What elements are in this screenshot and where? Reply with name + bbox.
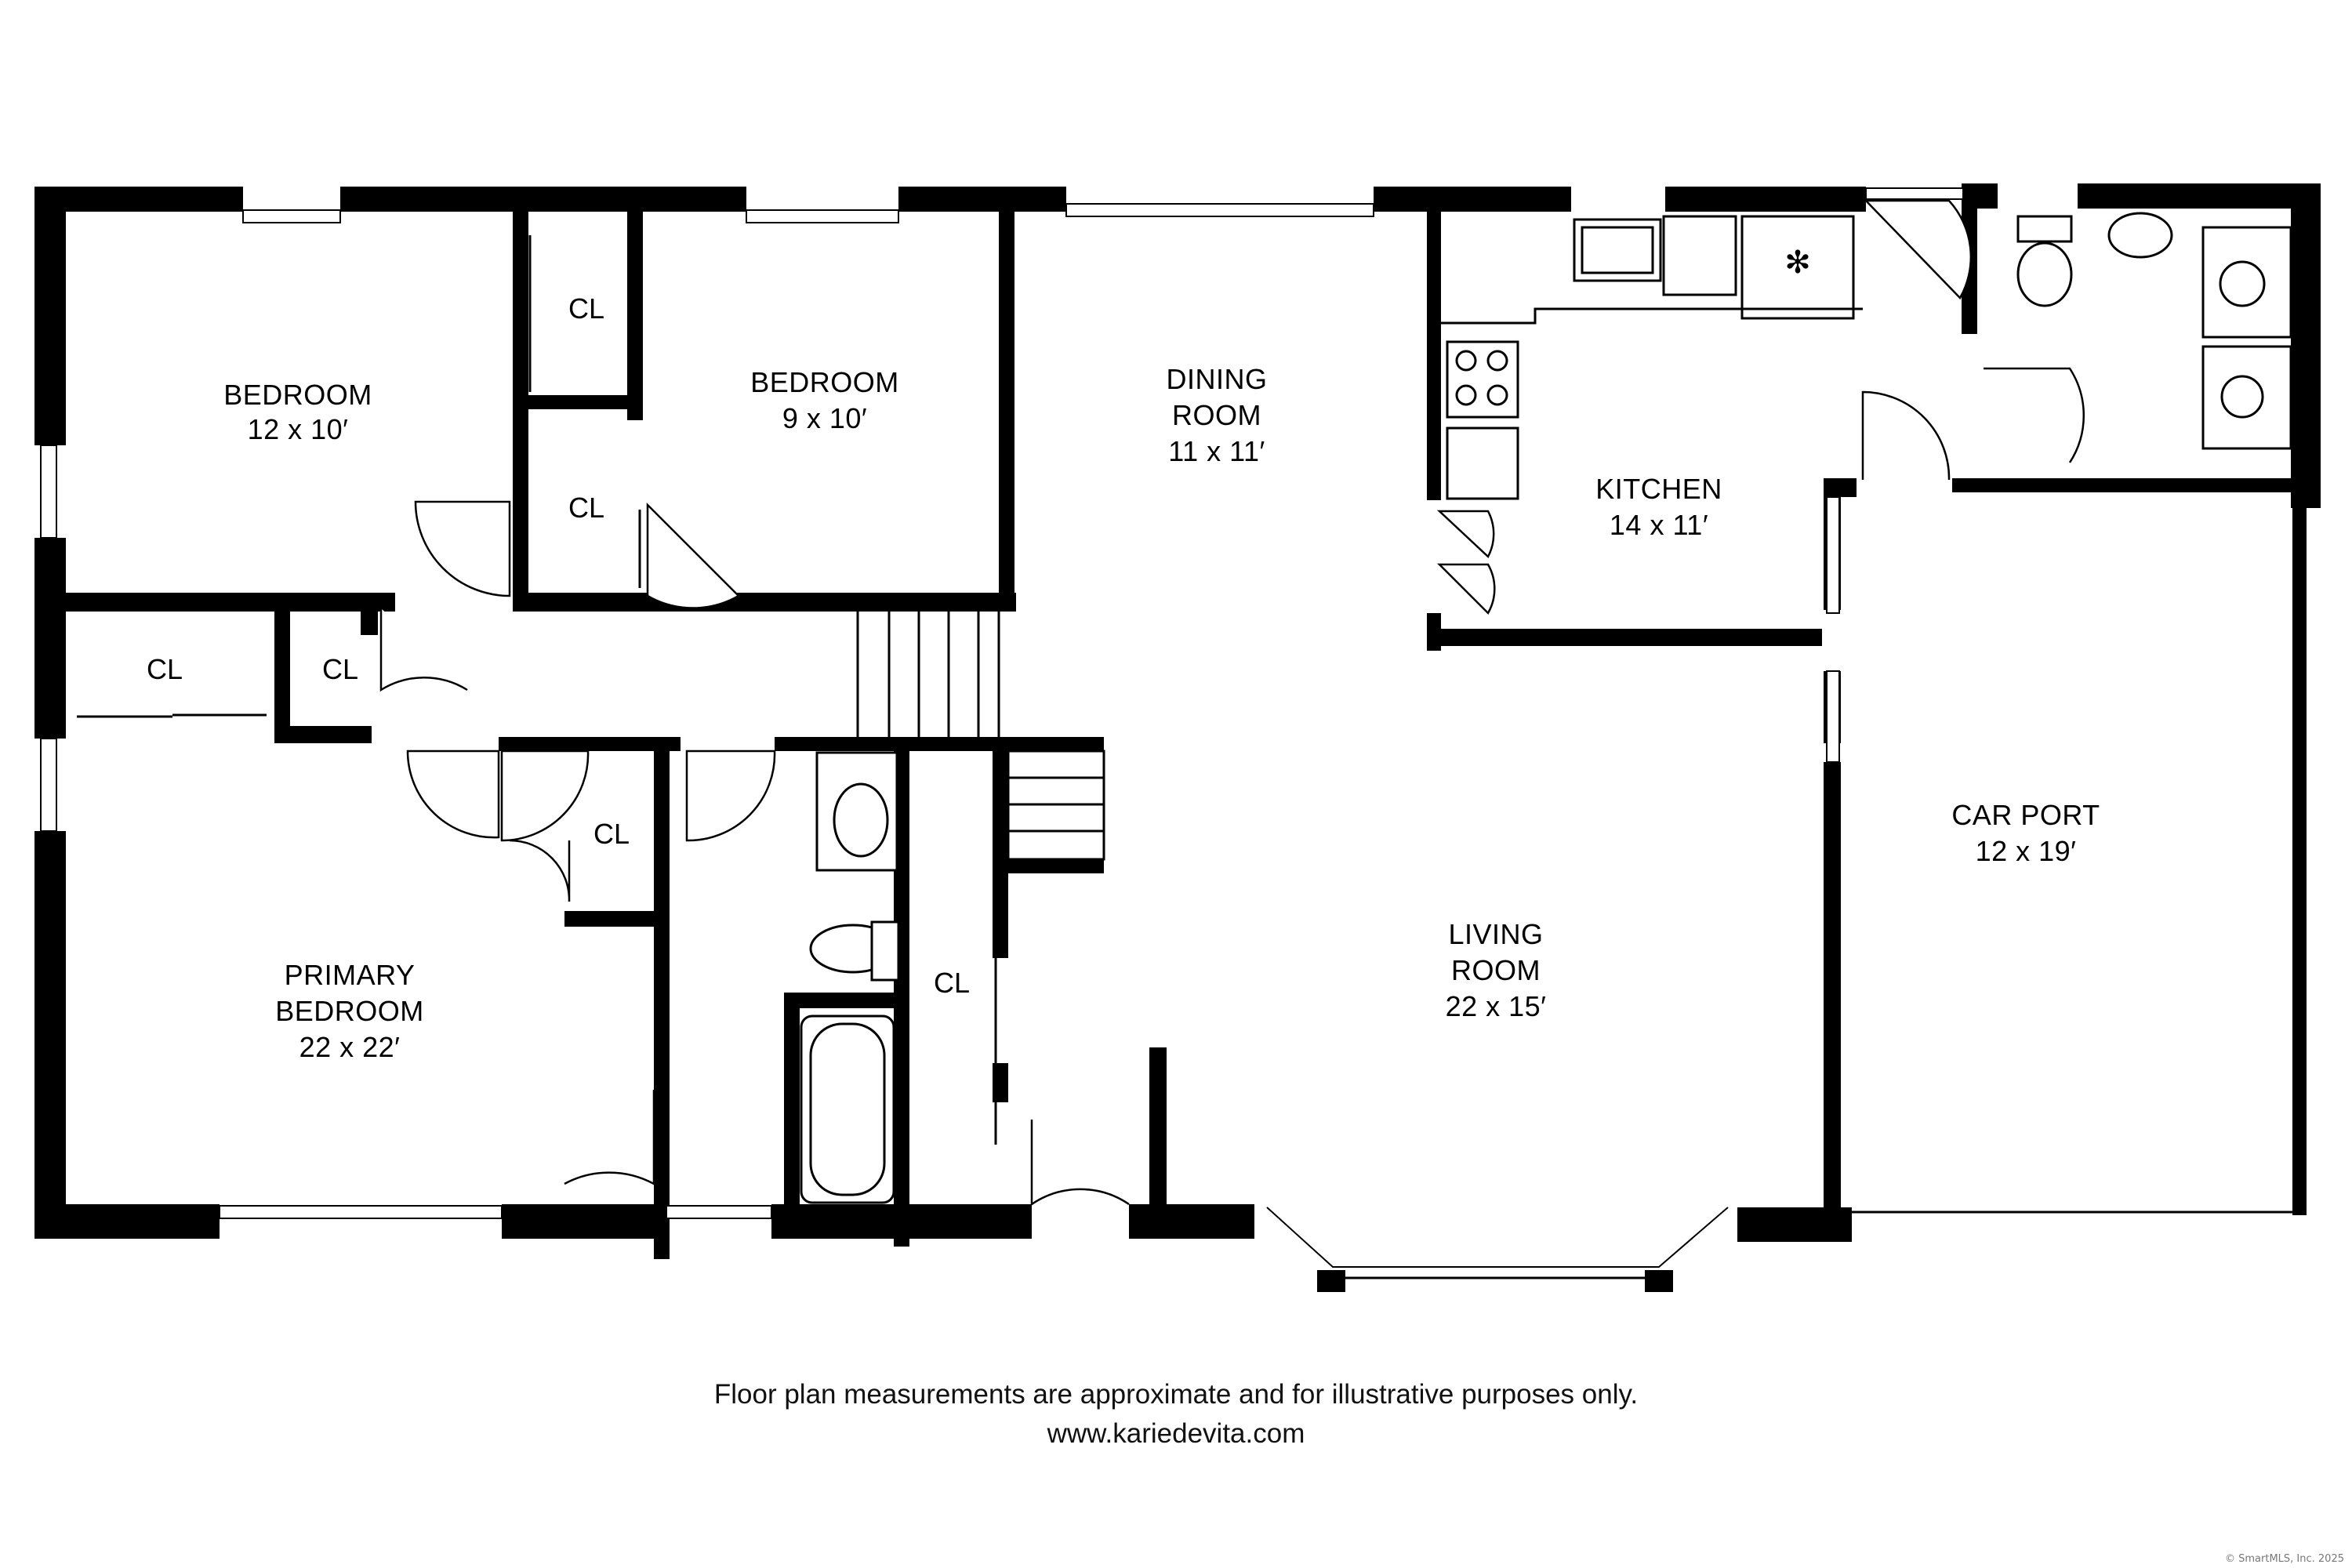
fixtures: ✻ — [800, 212, 2292, 1204]
closet-label: CL — [568, 292, 604, 325]
dining-room-name-line2: ROOM — [1172, 399, 1261, 431]
bedroom-1-size: 12 x 10′ — [248, 413, 349, 445]
website-text: www.kariedevita.com — [1047, 1418, 1305, 1449]
walls — [34, 183, 2321, 1292]
room-labels: BEDROOM 12 x 10′ BEDROOM 9 x 10′ DINING … — [147, 292, 2100, 1063]
stove-icon — [1446, 340, 1519, 419]
oven-icon — [1446, 426, 1519, 500]
living-room-name-line1: LIVING — [1448, 918, 1543, 950]
bedroom-2-size: 9 x 10′ — [782, 402, 867, 434]
closet-label: CL — [322, 653, 358, 685]
living-room-size: 22 x 15′ — [1446, 990, 1547, 1022]
refrigerator-icon — [1740, 215, 1855, 320]
bedroom-1-name: BEDROOM — [223, 379, 372, 411]
living-room-name-line2: ROOM — [1451, 954, 1541, 986]
sink-icon-2 — [2107, 212, 2173, 259]
toilet-icon-2 — [2016, 241, 2073, 307]
closet-label: CL — [593, 818, 630, 850]
primary-bedroom-name-line2: BEDROOM — [275, 995, 424, 1027]
stairs — [856, 608, 1105, 861]
disclaimer-text: Floor plan measurements are approximate … — [714, 1379, 1638, 1410]
sink-icon — [833, 782, 889, 858]
dishwasher-icon — [1662, 215, 1737, 296]
carport-outline — [1841, 492, 2296, 1214]
closet-label: CL — [147, 653, 183, 685]
svg-text:✻: ✻ — [1784, 245, 1811, 281]
primary-bedroom-size: 22 x 22′ — [299, 1031, 401, 1063]
windows — [40, 187, 1964, 1279]
dining-room-size: 11 x 11′ — [1168, 435, 1265, 467]
doors — [77, 199, 2085, 1207]
dining-room-name-line1: DINING — [1167, 363, 1268, 395]
kitchen-name: KITCHEN — [1595, 473, 1722, 505]
kitchen-size: 14 x 11′ — [1610, 509, 1708, 541]
car-port-name: CAR PORT — [1951, 799, 2100, 831]
closet-label: CL — [568, 492, 604, 524]
car-port-size: 12 x 19′ — [1976, 835, 2077, 867]
primary-bedroom-name-line1: PRIMARY — [285, 959, 416, 991]
bedroom-2-name: BEDROOM — [750, 366, 899, 398]
copyright-text: © SmartMLS, Inc. 2025 — [2225, 1553, 2344, 1565]
closet-label: CL — [934, 967, 970, 999]
